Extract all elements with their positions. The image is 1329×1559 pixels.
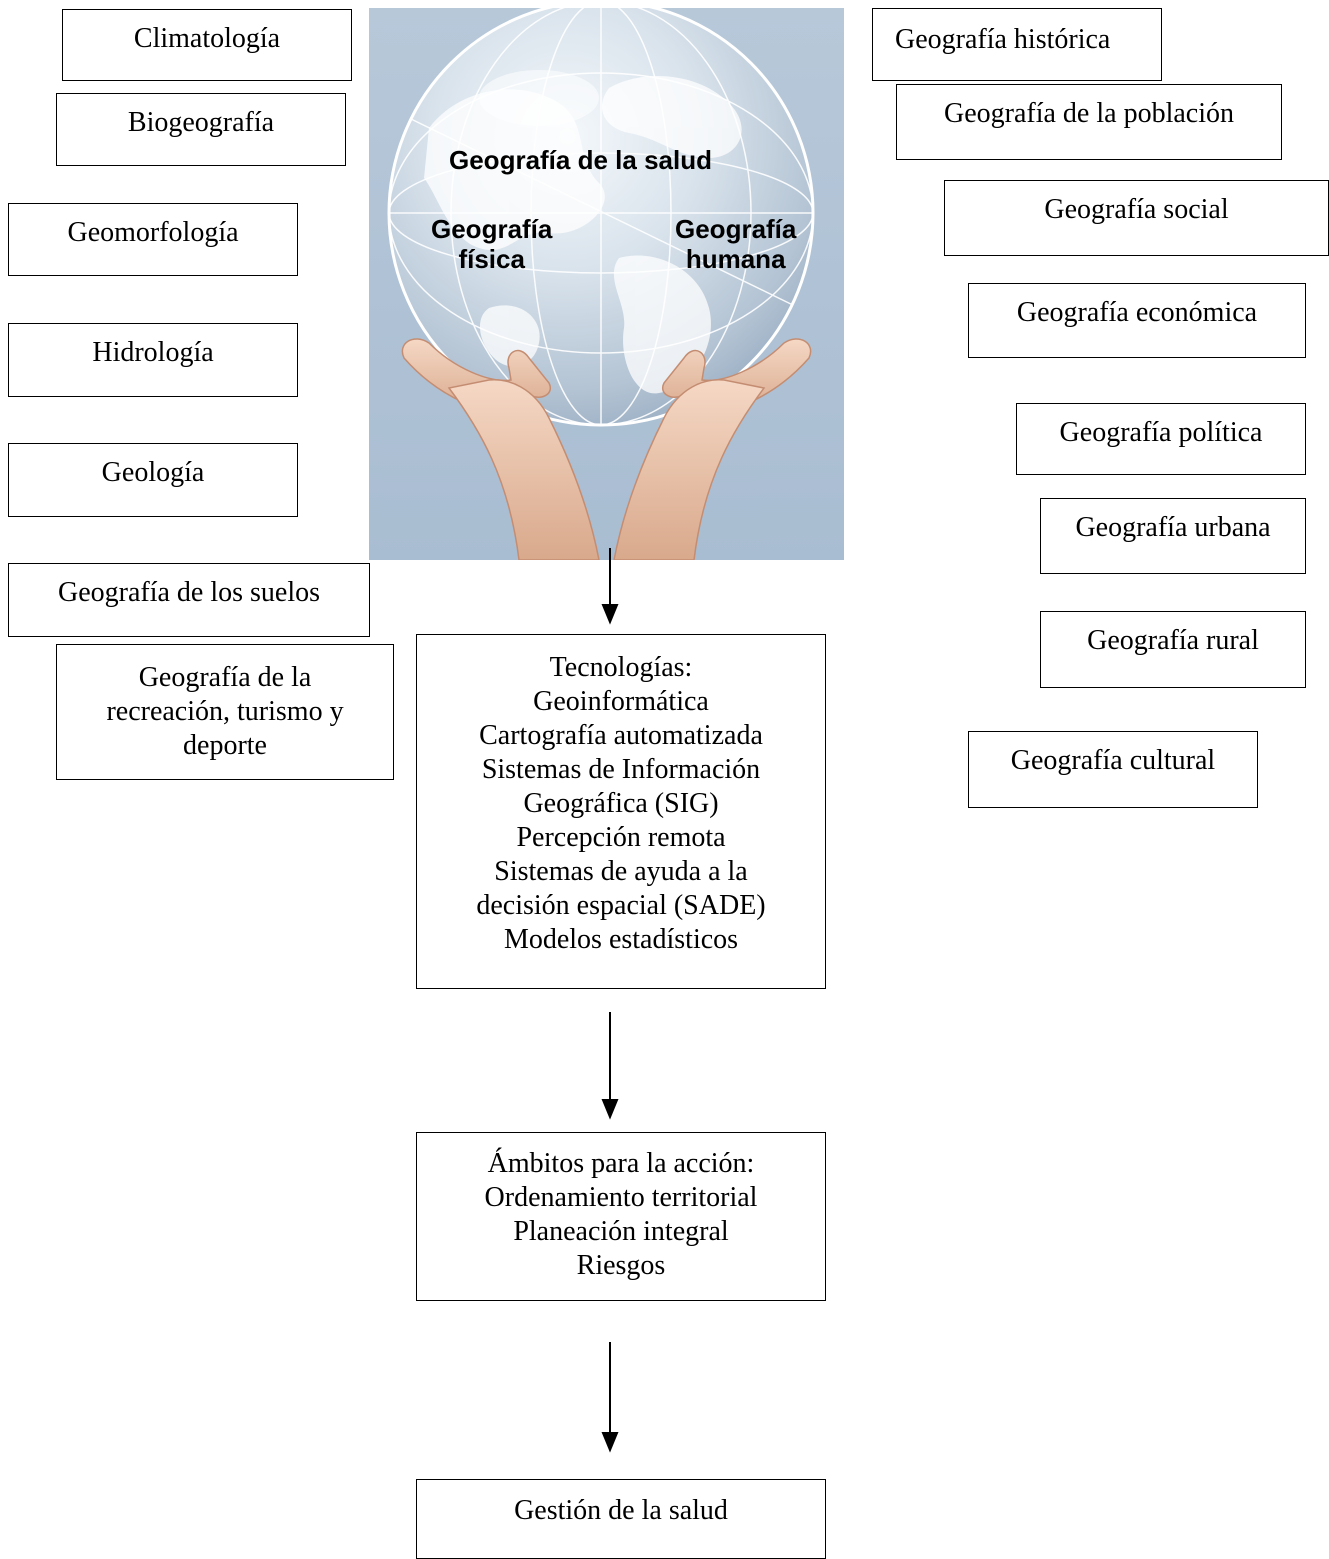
box-geografia-rural: Geografía rural [1040,611,1306,688]
action-line-1: Ámbitos para la acción: [487,1148,755,1179]
globe-hands-image: Geografía de la salud Geografía física G… [369,8,844,560]
tech-line-3: Cartografía automatizada [479,720,763,751]
box-geografia-politica: Geografía política [1016,403,1306,475]
human-geography-line-1: Geografía [675,214,797,244]
action-line-3: Planeación integral [513,1216,729,1247]
human-geography-line-2: humana [685,244,786,274]
box-geologia: Geología [8,443,298,517]
box-geografia-economica: Geografía económica [968,283,1306,358]
tech-line-8: decisión espacial (SADE) [476,890,766,921]
physical-geography-line-1: Geografía [431,214,553,244]
recreacion-line-1: Geografía de la [138,662,312,693]
tech-line-1: Tecnologías: [549,652,693,683]
box-geomorfologia: Geomorfología [8,203,298,276]
human-geography-label: Geografía humana [675,214,796,274]
action-line-4: Riesgos [576,1250,666,1281]
arrow-action-to-management [601,1342,619,1453]
arrow-globe-to-tech [601,548,619,625]
box-geografia-suelos: Geografía de los suelos [8,563,370,637]
physical-geography-line-2: física [458,244,525,274]
box-ambitos-accion: Ámbitos para la acción: Ordenamiento ter… [416,1132,826,1301]
box-geografia-poblacion: Geografía de la población [896,84,1282,160]
box-biogeografia: Biogeografía [56,93,346,166]
box-climatologia: Climatología [62,9,352,81]
tech-line-5: Geográfica (SIG) [523,788,719,819]
tech-line-6: Percepción remota [516,822,726,853]
arrow-tech-to-action [601,1012,619,1120]
recreacion-line-3: deporte [183,730,267,761]
tech-line-4: Sistemas de Información [481,754,761,785]
globe-title: Geografía de la salud [449,145,712,175]
tech-line-9: Modelos estadísticos [503,924,739,955]
box-geografia-urbana: Geografía urbana [1040,498,1306,574]
recreacion-line-2: recreación, turismo y [106,696,344,727]
globe-illustration [369,8,844,560]
action-line-2: Ordenamiento territorial [484,1182,758,1213]
box-geografia-historica: Geografía histórica [872,8,1162,81]
tech-line-7: Sistemas de ayuda a la [494,856,748,887]
box-hidrologia: Hidrología [8,323,298,397]
box-geografia-social: Geografía social [944,180,1329,256]
physical-geography-label: Geografía física [431,214,552,274]
box-gestion-salud: Gestión de la salud [416,1479,826,1559]
tech-line-2: Geoinformática [533,686,709,717]
box-tecnologias: Tecnologías: Geoinformática Cartografía … [416,634,826,989]
box-geografia-cultural: Geografía cultural [968,731,1258,808]
box-geografia-recreacion: Geografía de la recreación, turismo y de… [56,644,394,780]
